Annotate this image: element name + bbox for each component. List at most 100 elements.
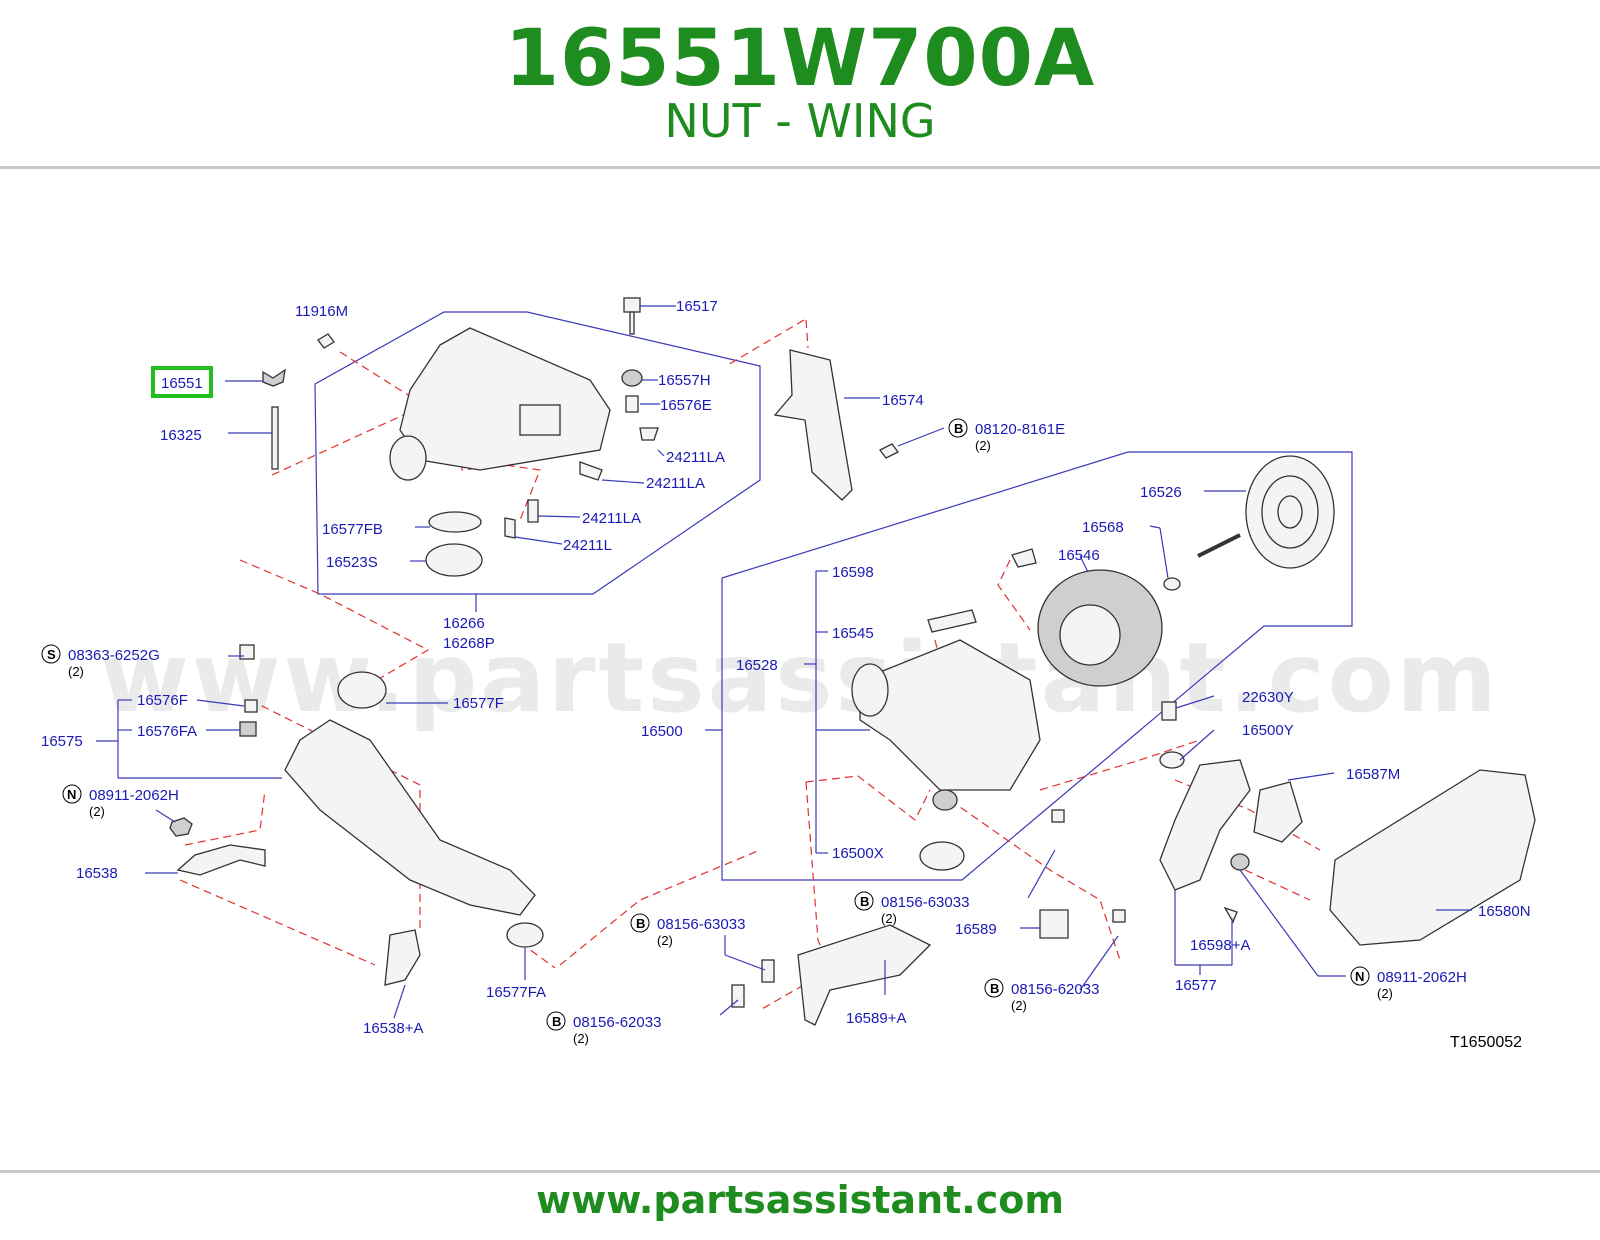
air-cleaner-outlet	[519, 404, 561, 436]
hose-16587m	[1253, 781, 1303, 843]
grommet-16557h-icon	[621, 369, 643, 387]
header-divider	[0, 166, 1600, 169]
bracket-16574	[773, 349, 853, 501]
bracket-16538a	[384, 929, 421, 986]
nut-08911-icon-2	[1230, 853, 1250, 871]
label-08156-62033-b[interactable]: 08156-62033	[1011, 981, 1099, 998]
footer-website-link[interactable]: www.partsassistant.com	[536, 1178, 1064, 1222]
label-16577f[interactable]: 16577F	[453, 695, 504, 712]
grommet-16500y-icon	[1159, 751, 1185, 769]
bolt-08156-63033-icon	[761, 959, 775, 983]
label-16528[interactable]: 16528	[736, 657, 778, 674]
grommet-16576e-icon	[625, 395, 639, 413]
label-16580n[interactable]: 16580N	[1478, 903, 1531, 920]
label-16551[interactable]: 16551	[161, 375, 203, 392]
label-24211la-3[interactable]: 24211LA	[582, 510, 641, 527]
watermark: www.partsassistant.com	[100, 622, 1500, 734]
svg-text:S: S	[47, 647, 56, 662]
label-24211l[interactable]: 24211L	[563, 537, 612, 554]
mount-16500x-icon	[932, 789, 958, 811]
label-16545[interactable]: 16545	[832, 625, 874, 642]
label-16538[interactable]: 16538	[76, 865, 118, 882]
label-08156-62033-a[interactable]: 08156-62033	[573, 1014, 661, 1031]
clip-24211la-icon	[639, 427, 659, 441]
page-header: 16551W700A NUT - WING	[0, 0, 1600, 168]
label-16500y[interactable]: 16500Y	[1242, 722, 1294, 739]
label-24211la-1[interactable]: 24211LA	[666, 449, 725, 466]
label-16577fa[interactable]: 16577FA	[486, 984, 546, 1001]
bracket-16589	[1039, 909, 1069, 939]
label-08120-8161e[interactable]: 08120-8161E	[975, 421, 1065, 438]
circle-s-08363	[41, 644, 61, 664]
label-16546[interactable]: 16546	[1058, 547, 1100, 564]
filter-group-outline	[721, 451, 1353, 881]
label-16526[interactable]: 16526	[1140, 484, 1182, 501]
label-16545-icon	[927, 609, 977, 633]
bracket-16538	[176, 844, 266, 876]
resonator-16580n	[1329, 769, 1536, 946]
label-16598[interactable]: 16598	[832, 564, 874, 581]
clip-16598-icon	[1011, 548, 1037, 568]
circle-b-08156-63033-a	[630, 913, 650, 933]
bracket-16589a	[797, 924, 932, 1026]
label-16577fb[interactable]: 16577FB	[322, 521, 383, 538]
svg-text:N: N	[1355, 969, 1364, 984]
qty-08156-63033-b: (2)	[881, 911, 897, 926]
air-cleaner-inlet	[389, 435, 427, 481]
label-16500[interactable]: 16500	[641, 723, 683, 740]
label-16517[interactable]: 16517	[676, 298, 718, 315]
footer-divider	[0, 1170, 1600, 1173]
label-08156-63033-b[interactable]: 08156-63033	[881, 894, 969, 911]
clip-24211l-icon	[504, 517, 516, 539]
intake-duct-16577	[1159, 759, 1251, 891]
grommet-16576fa-icon	[239, 721, 257, 737]
circle-b-08156-62033-a	[546, 1011, 566, 1031]
nut-08911-icon	[169, 817, 193, 837]
label-16589[interactable]: 16589	[955, 921, 997, 938]
air-cleaner-upper-case	[399, 327, 611, 471]
label-16576e[interactable]: 16576E	[660, 397, 712, 414]
qty-08156-62033-b: (2)	[1011, 998, 1027, 1013]
label-16325[interactable]: 16325	[160, 427, 202, 444]
wing-nut-16551-icon	[262, 368, 286, 387]
label-08363-6252g[interactable]: 08363-6252G	[68, 647, 160, 664]
label-11916m[interactable]: 11916M	[295, 303, 348, 320]
label-08156-63033-a[interactable]: 08156-63033	[657, 916, 745, 933]
label-16538a[interactable]: 16538+A	[363, 1020, 423, 1037]
label-16577[interactable]: 16577	[1175, 977, 1217, 994]
qty-08911-a: (2)	[89, 804, 105, 819]
label-16576fa[interactable]: 16576FA	[137, 723, 197, 740]
label-08911-2062h[interactable]: 08911-2062H	[89, 787, 179, 804]
circle-b-08156-62033-b	[984, 978, 1004, 998]
label-16576f[interactable]: 16576F	[137, 692, 188, 709]
label-16268p[interactable]: 16268P	[443, 635, 495, 652]
label-16598a[interactable]: 16598+A	[1190, 937, 1250, 954]
label-16575[interactable]: 16575	[41, 733, 83, 750]
seal-16523s-icon	[425, 543, 483, 577]
label-24211la-2[interactable]: 24211LA	[646, 475, 705, 492]
label-16587m[interactable]: 16587M	[1346, 766, 1400, 783]
clamp-16577fa-icon	[506, 922, 544, 948]
clamp-16577fb-icon	[428, 511, 482, 533]
label-16266[interactable]: 16266	[443, 615, 485, 632]
qty-08120: (2)	[975, 438, 991, 453]
label-16523s[interactable]: 16523S	[326, 554, 378, 571]
clamp-16577f-icon	[337, 671, 387, 709]
sensor-22630y-icon	[1161, 701, 1177, 721]
label-16500x[interactable]: 16500X	[832, 845, 884, 862]
qty-08911-b: (2)	[1377, 986, 1393, 1001]
label-22630y[interactable]: 22630Y	[1242, 689, 1294, 706]
clip-24211la-icon-2	[579, 461, 603, 481]
bolt-11916m-icon	[317, 333, 335, 349]
label-16568[interactable]: 16568	[1082, 519, 1124, 536]
label-16557h[interactable]: 16557H	[658, 372, 711, 389]
bolt-08363-icon	[239, 644, 255, 660]
part-number-title: 16551W700A	[504, 14, 1096, 104]
label-08911-2062h-b[interactable]: 08911-2062H	[1377, 969, 1467, 986]
grommet-16500x-icon	[919, 841, 965, 871]
label-16574[interactable]: 16574	[882, 392, 924, 409]
label-16589a[interactable]: 16589+A	[846, 1010, 906, 1027]
part-name-subtitle: NUT - WING	[664, 94, 936, 148]
air-cleaner-group-outline	[314, 311, 761, 595]
